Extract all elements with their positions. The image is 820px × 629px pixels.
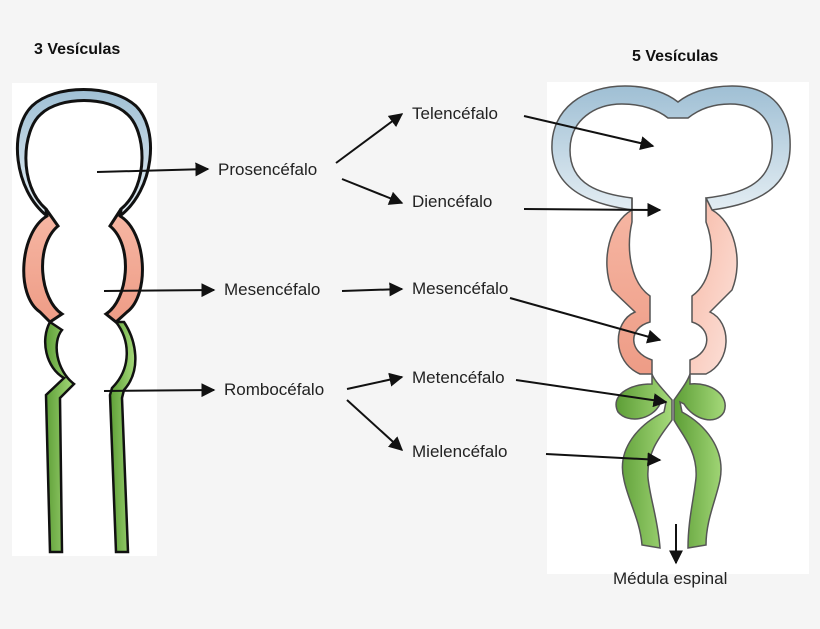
- arrow-to-rombocefalo: [103, 383, 216, 398]
- arrow-to-mesencefalo: [103, 283, 216, 298]
- mesencephalon5-left-shape: [606, 198, 653, 375]
- arrow-to-prosencefalo: [96, 162, 210, 177]
- label-medula-espinal: Médula espinal: [613, 569, 727, 588]
- title-3-vesicles: 3 Vesículas: [34, 41, 120, 58]
- arrow-to-mesencephalon: [509, 297, 662, 344]
- arrow-rombo-to-mielen: [346, 399, 404, 451]
- label-mielencefalo: Mielencéfalo: [412, 442, 507, 461]
- rhombencephalon5-left-shape: [615, 373, 673, 549]
- label-rombocefalo: Rombocéfalo: [224, 380, 324, 399]
- arrow-to-diencephalon: [523, 202, 662, 217]
- label-mesencefalo-3: Mesencéfalo: [224, 280, 320, 299]
- label-telencefalo: Telencéfalo: [412, 104, 498, 123]
- five-vesicle-tube: [551, 85, 791, 549]
- rhombencephalon-left-shape: [43, 320, 76, 554]
- label-mesencefalo-5: Mesencéfalo: [412, 279, 508, 298]
- arrow-mesen-to-mesen: [341, 282, 404, 297]
- left-panel: [12, 83, 157, 556]
- title-5-vesicles: 5 Vesículas: [632, 48, 718, 65]
- rhombencephalon5-right-shape: [673, 373, 726, 549]
- arrow-rombo-to-meten: [346, 372, 404, 390]
- rhombencephalon-right-shape: [108, 320, 137, 554]
- label-prosencefalo: Prosencéfalo: [218, 160, 317, 179]
- arrow-to-metencephalon: [515, 379, 668, 408]
- label-metencefalo: Metencéfalo: [412, 368, 505, 387]
- arrow-prosen-to-dien: [341, 178, 404, 205]
- label-diencefalo: Diencéfalo: [412, 192, 492, 211]
- mesencephalon-left-shape: [22, 208, 65, 324]
- arrow-to-telencephalon: [523, 115, 655, 150]
- right-panel: [547, 82, 809, 574]
- mesencephalon5-right-shape: [689, 197, 738, 375]
- three-vesicle-tube: [15, 88, 153, 554]
- arrow-prosen-to-telen: [335, 113, 404, 164]
- telencephalon-shape: [551, 85, 791, 211]
- arrows: [96, 113, 683, 565]
- arrow-to-myelencephalon: [545, 452, 662, 467]
- mesencephalon-right-shape: [103, 208, 144, 324]
